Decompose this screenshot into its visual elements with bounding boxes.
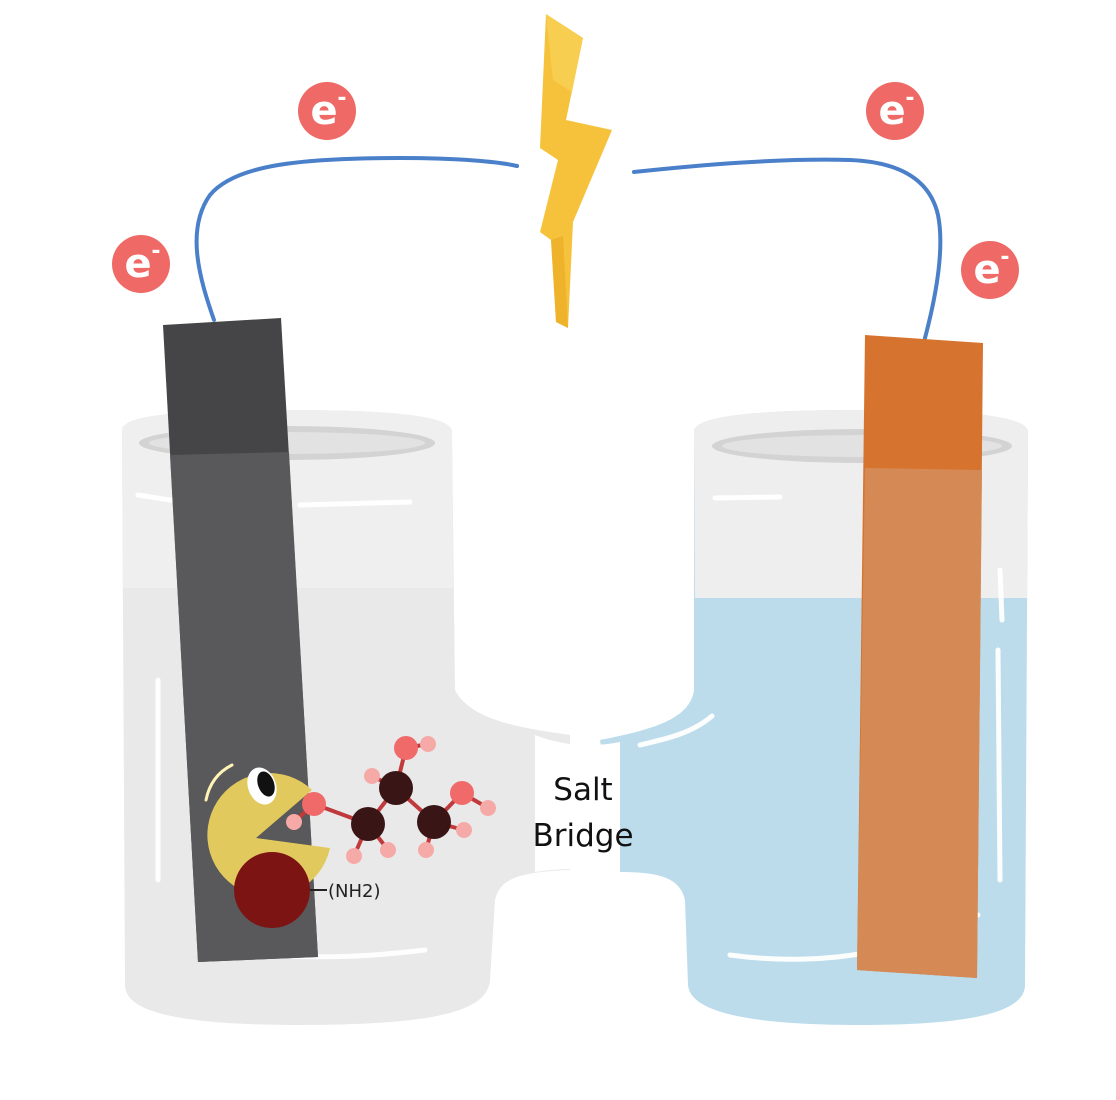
right-wire: [632, 157, 943, 340]
svg-text:-: -: [905, 86, 914, 111]
molecule-icon: [286, 736, 496, 864]
electron-icon: e -: [298, 82, 356, 140]
salt-bridge-label-line1: Salt: [553, 772, 612, 808]
amine-group-label: (NH2): [328, 881, 381, 902]
salt-bridge-label-line2: Bridge: [532, 818, 633, 854]
lightning-bolt-icon: [540, 14, 612, 328]
svg-text:e: e: [973, 247, 1000, 293]
svg-text:e: e: [124, 241, 151, 287]
cathode-electrode: [857, 335, 983, 978]
electron-icon: e -: [866, 82, 924, 140]
electron-icon: e -: [961, 241, 1019, 299]
svg-text:-: -: [1000, 245, 1009, 270]
cofactor-sphere: [234, 852, 310, 928]
electron-icon: e -: [112, 235, 170, 293]
external-circuit-wire: [194, 155, 943, 340]
salt-bridge-channel: [535, 735, 620, 872]
pacman-enzyme-icon: (NH2): [204, 763, 381, 928]
svg-text:e: e: [310, 88, 337, 134]
svg-text:e: e: [878, 88, 905, 134]
svg-text:-: -: [337, 86, 346, 111]
left-wire: [194, 155, 519, 322]
salt-bridge-label: Salt Bridge: [532, 772, 633, 854]
svg-text:-: -: [151, 239, 160, 264]
